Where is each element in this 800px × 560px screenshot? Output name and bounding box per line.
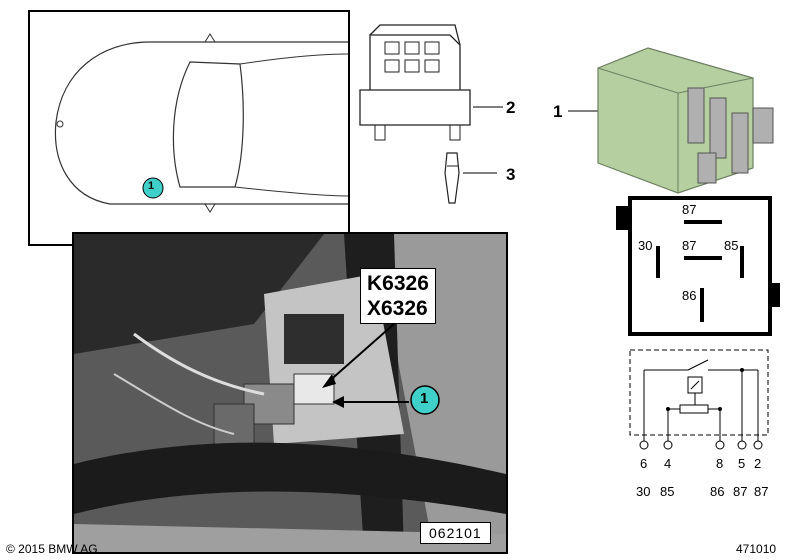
schematic-pin-0: 6 <box>640 456 648 471</box>
installation-photo-drawing <box>74 234 506 552</box>
schematic-terminal-2: 86 <box>710 484 725 499</box>
diagram-number: 471010 <box>736 542 777 556</box>
installation-photo: K6326 X6326 1 062101 <box>72 232 508 554</box>
pin-bar-center <box>684 256 722 260</box>
car-outline-drawing <box>54 33 349 213</box>
part-number-1: 1 <box>553 102 563 121</box>
car-location-inset: 1 <box>28 10 350 246</box>
schematic-pin-1: 4 <box>664 456 672 471</box>
component-label-k: K6326 <box>367 272 429 295</box>
relay-drawing <box>568 47 774 194</box>
schematic-terminal-4: 87 <box>754 484 769 499</box>
part-number-3: 3 <box>506 165 516 184</box>
photo-marker-label: 1 <box>420 390 429 407</box>
connector-housing-drawing <box>359 24 503 141</box>
car-marker-label: 1 <box>148 180 155 192</box>
schematic-pin-4: 2 <box>754 456 762 471</box>
pin-label-left: 30 <box>638 238 653 253</box>
copyright-text: © 2015 BMW AG <box>6 542 98 556</box>
pin-label-center: 87 <box>682 238 697 253</box>
pin-layout-notch-left <box>616 206 628 230</box>
schematic-terminal-1: 85 <box>660 484 675 499</box>
pin-bar-bottom <box>700 288 704 322</box>
schematic-pin-3: 5 <box>738 456 746 471</box>
terminal-drawing <box>444 152 497 204</box>
schematic-pin-2: 8 <box>716 456 724 471</box>
pin-bar-left <box>656 246 660 278</box>
pin-label-top: 87 <box>682 202 697 217</box>
pin-label-bottom: 86 <box>682 288 697 303</box>
component-label-box: K6326 X6326 <box>360 268 436 324</box>
pin-bar-right <box>740 246 744 278</box>
schematic-terminal-3: 87 <box>733 484 748 499</box>
relay-pin-layout: 87 87 30 85 86 <box>628 196 772 336</box>
schematic-terminal-0: 30 <box>636 484 651 499</box>
pin-label-right: 85 <box>724 238 739 253</box>
photo-code-label: 062101 <box>420 522 491 544</box>
pin-bar-top <box>684 220 722 224</box>
part-number-2: 2 <box>506 98 516 117</box>
car-marker-circle <box>142 177 164 199</box>
photo-marker-circle <box>410 385 440 415</box>
pin-layout-notch-right <box>768 283 780 307</box>
relay-circuit-schematic <box>629 349 769 450</box>
component-label-x: X6326 <box>367 297 428 320</box>
